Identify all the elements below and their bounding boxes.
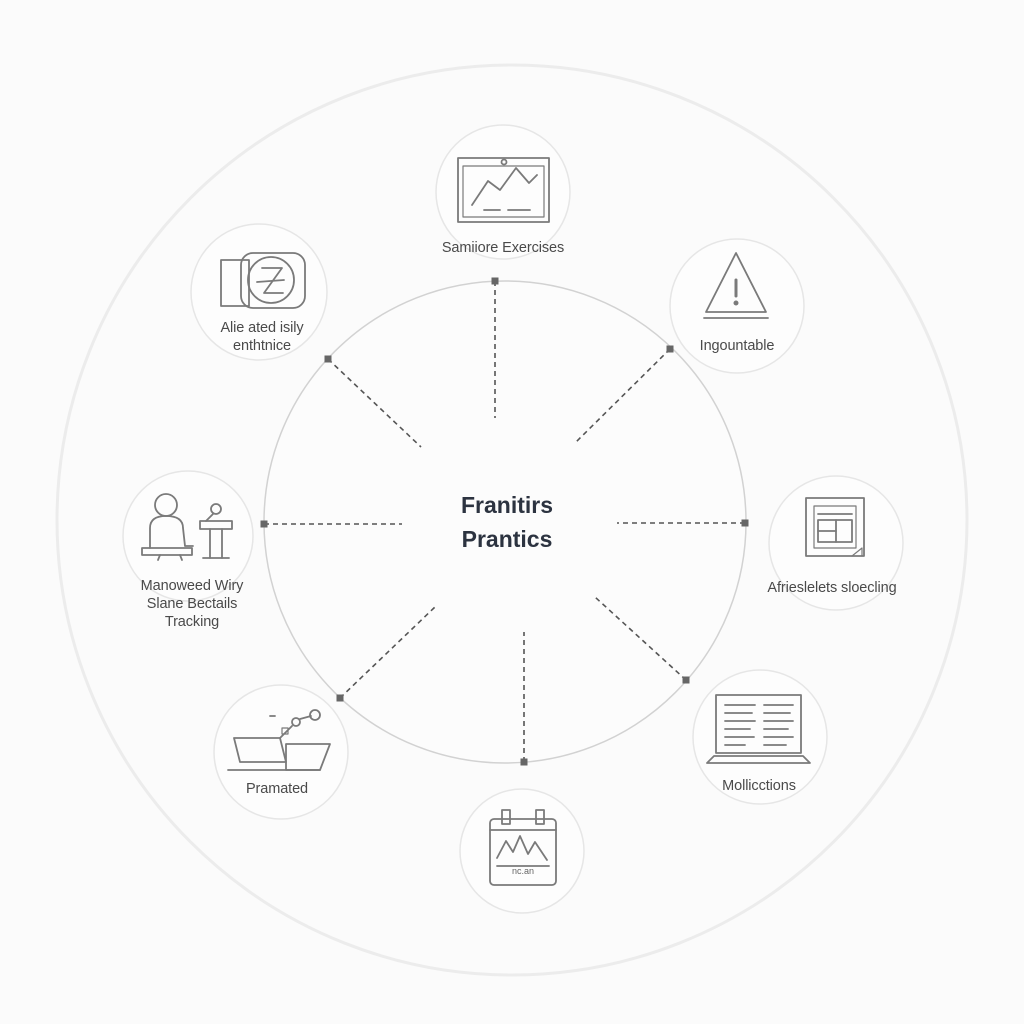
node-label-left: Manoweed Wiry Slane Bectails Tracking — [122, 577, 262, 631]
spoke-endpoint — [682, 676, 690, 684]
calendar-icon-text: nc.an — [512, 866, 534, 876]
spoke-endpoint — [741, 519, 749, 527]
person-at-desk-icon — [141, 493, 233, 561]
node-label-line: Manoweed Wiry — [140, 578, 244, 594]
center-title-line-2: Prantics — [461, 526, 553, 552]
node-label-top-right: Ingountable — [657, 337, 817, 355]
node-label-bottom-right: Mollicctions — [684, 777, 834, 795]
node-ring-right — [768, 475, 904, 611]
center-title-line-1: Franitirs — [460, 492, 554, 518]
spoke-endpoint — [324, 355, 332, 363]
calendar-chart-icon — [489, 809, 557, 886]
node-label-bottom-left: Pramated — [217, 780, 337, 798]
camera-icon — [220, 252, 306, 309]
node-label-line: enthtnice — [233, 338, 291, 354]
node-ring-bottom — [459, 788, 585, 914]
node-label-line: Ingountable — [699, 338, 775, 354]
laptop-icon — [706, 694, 811, 764]
spoke-endpoint — [336, 694, 344, 702]
spoke-endpoint — [666, 345, 674, 353]
spoke-endpoint — [491, 277, 499, 285]
node-ring-top-right — [669, 238, 805, 374]
node-label-line: Tracking — [164, 614, 220, 630]
spoke-bottom-left — [339, 605, 437, 699]
node-ring-bottom-left — [213, 684, 349, 820]
center-title: Franitirs Prantics — [392, 488, 622, 556]
node-label-right: Afrieslelets sloecling — [747, 579, 917, 597]
node-ring-top-left — [190, 223, 328, 361]
node-label-line: Afrieslelets sloecling — [767, 580, 897, 596]
node-label-line: Samiiore Exercises — [441, 240, 565, 256]
spoke-top-right — [575, 348, 671, 443]
node-label-line: Alie ated isily — [220, 320, 304, 336]
spoke-endpoint — [260, 520, 268, 528]
node-ring-bottom-right — [692, 669, 828, 805]
outer-ring — [55, 63, 969, 977]
line-chart-icon — [457, 157, 550, 223]
spoke-bottom-right — [594, 596, 687, 681]
laptop-tools-icon — [227, 709, 331, 771]
spoke-top-left — [327, 358, 422, 448]
warning-icon — [703, 252, 769, 319]
document-icon — [805, 497, 865, 557]
spoke-endpoint — [520, 758, 528, 766]
node-label-line: Mollicctions — [722, 778, 796, 794]
node-label-top: Samiiore Exercises — [403, 239, 603, 257]
node-label-top-left: Alie ated isily enthtnice — [187, 319, 337, 355]
node-label-line: Slane Bectails — [146, 596, 238, 612]
node-label-line: Pramated — [245, 781, 309, 797]
